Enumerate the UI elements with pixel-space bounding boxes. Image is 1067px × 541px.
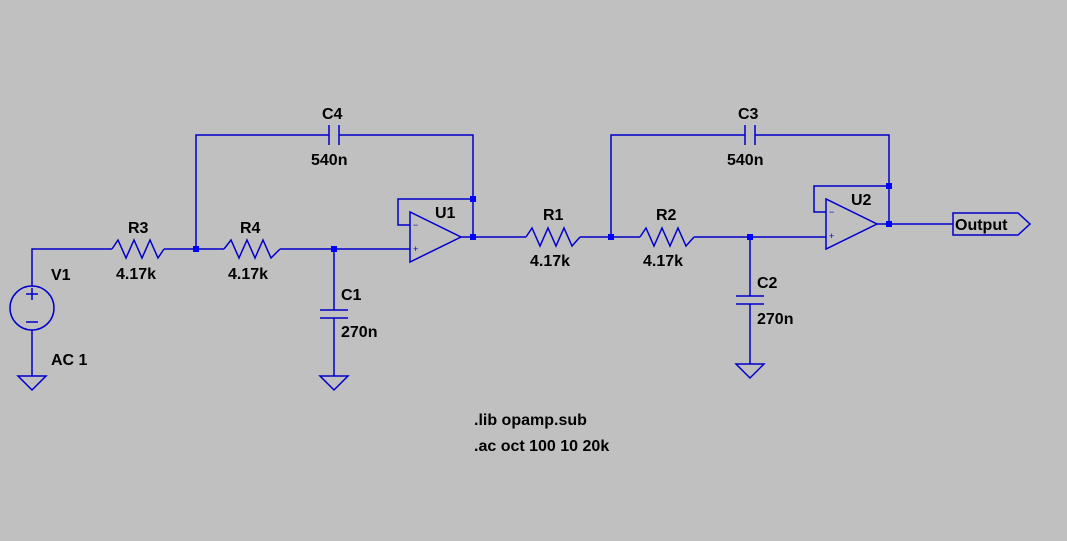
wire-u1-feedback (397, 198, 473, 226)
r1-ref-label: R1 (543, 207, 564, 224)
c3-ref-label: C3 (738, 106, 759, 123)
v1-value-label: AC 1 (51, 352, 88, 369)
u2-plus-pin: + (829, 231, 834, 241)
c2-ref-label: C2 (757, 275, 778, 292)
resistor-r1[interactable]: R1 4.17k (525, 207, 581, 270)
junction-dot (886, 183, 892, 189)
resistor-r3[interactable]: R3 4.17k (111, 220, 165, 283)
junction-dot (193, 246, 199, 252)
ground-icon-c1 (318, 375, 350, 392)
resistor-r2[interactable]: R2 4.17k (639, 207, 695, 270)
c3-value-label: 540n (727, 152, 763, 169)
spice-directives[interactable]: .lib opamp.sub .ac oct 100 10 20k (474, 412, 609, 455)
ground-icon-c2 (734, 363, 766, 380)
junction-dot (470, 234, 476, 240)
junction-dot (608, 234, 614, 240)
junction-dot (886, 221, 892, 227)
wire-c3-right (755, 134, 890, 224)
wire-c4-left (195, 134, 329, 249)
wires (31, 134, 953, 376)
resistor-r4[interactable]: R4 4.17k (223, 220, 281, 283)
opamp-u2[interactable]: − + U2 (825, 192, 879, 251)
v1-ref-label: V1 (51, 267, 71, 284)
c1-ref-label: C1 (341, 287, 362, 304)
wire-c4-right (339, 134, 474, 237)
c4-ref-label: C4 (322, 106, 343, 123)
junction-dot (747, 234, 753, 240)
wire-v1-r3 (31, 248, 112, 286)
output-net-label[interactable]: Output (952, 212, 1032, 236)
junction-dot (331, 246, 337, 252)
junction-dot (470, 196, 476, 202)
ground-icon-v1 (16, 375, 48, 392)
capacitor-c1[interactable]: C1 270n (320, 287, 377, 341)
output-net-text: Output (955, 217, 1008, 234)
u1-minus-pin: − (413, 220, 418, 230)
r4-value-label: 4.17k (228, 266, 268, 283)
r4-ref-label: R4 (240, 220, 261, 237)
capacitor-c2[interactable]: C2 270n (736, 275, 793, 328)
wire-u2-feedback (813, 185, 889, 213)
junctions (193, 183, 892, 252)
r1-value-label: 4.17k (530, 253, 570, 270)
r2-ref-label: R2 (656, 207, 677, 224)
c4-value-label: 540n (311, 152, 347, 169)
u1-plus-pin: + (413, 244, 418, 254)
opamp-u1[interactable]: − + U1 (409, 205, 463, 264)
directive-ac: .ac oct 100 10 20k (474, 438, 609, 455)
r2-value-label: 4.17k (643, 253, 683, 270)
voltage-source-v1[interactable]: V1 AC 1 (9, 267, 88, 369)
r3-ref-label: R3 (128, 220, 149, 237)
wire-c3-left (610, 134, 745, 237)
r3-value-label: 4.17k (116, 266, 156, 283)
capacitor-c3[interactable]: C3 540n (727, 106, 763, 169)
directive-lib: .lib opamp.sub (474, 412, 587, 429)
c1-value-label: 270n (341, 324, 377, 341)
c2-value-label: 270n (757, 311, 793, 328)
u1-ref-label: U1 (435, 205, 456, 222)
capacitor-c4[interactable]: C4 540n (311, 106, 347, 169)
u2-minus-pin: − (829, 207, 834, 217)
u2-ref-label: U2 (851, 192, 872, 209)
